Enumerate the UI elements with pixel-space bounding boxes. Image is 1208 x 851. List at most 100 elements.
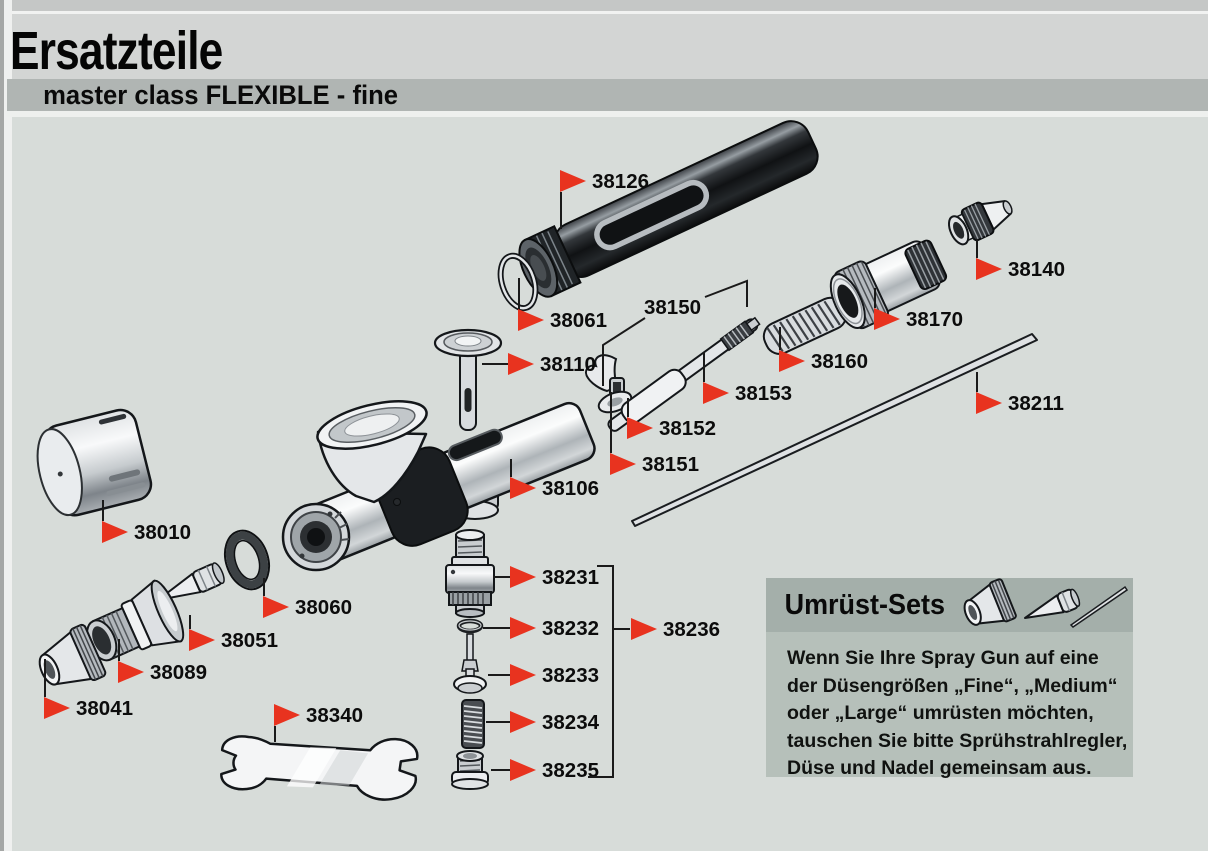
infobox-line: Düse und Nadel gemeinsam aus.: [787, 757, 1092, 779]
part-spring-38234: [461, 699, 485, 749]
svg-text:38160: 38160: [811, 350, 868, 373]
label-38051: 38051: [189, 615, 278, 652]
flag-marker-icon: [510, 759, 536, 781]
label-38110: 38110: [482, 353, 596, 376]
svg-text:38126: 38126: [592, 170, 649, 193]
infobox-header: Umrüst-Sets: [766, 578, 1133, 632]
svg-text:38340: 38340: [306, 704, 363, 727]
svg-text:38236: 38236: [663, 618, 720, 641]
svg-text:38152: 38152: [659, 417, 716, 440]
label-38340: 38340: [274, 704, 363, 742]
part-nozzle-cap-38041: [38, 623, 107, 686]
svg-text:38232: 38232: [542, 617, 599, 640]
label-38089: 38089: [118, 639, 207, 684]
label-38151: 38151: [610, 392, 699, 476]
svg-text:38151: 38151: [642, 453, 699, 476]
part-oring-38232: [456, 618, 484, 634]
subtitle-text: master class FLEXIBLE - fine: [43, 79, 399, 110]
label-38231: 38231: [493, 566, 599, 589]
infobox-body: Wenn Sie Ihre Spray Gun auf eine der Düs…: [766, 632, 1133, 779]
part-plunger-38233: [453, 633, 487, 694]
label-38235: 38235: [491, 759, 599, 782]
label-38010: 38010: [102, 500, 191, 544]
svg-text:38150: 38150: [644, 296, 701, 319]
label-38211: 38211: [976, 372, 1064, 415]
page-title: Ersatzteile: [10, 21, 223, 81]
label-38041: 38041: [44, 659, 133, 720]
flag-marker-icon: [874, 308, 900, 330]
infobox-icons: [963, 578, 1129, 628]
svg-text:38061: 38061: [550, 309, 607, 332]
flag-marker-icon: [510, 711, 536, 733]
left-edge-shadow: [0, 0, 4, 851]
flag-marker-icon: [976, 392, 1002, 414]
flag-marker-icon: [44, 697, 70, 719]
part-housing-38170: [829, 239, 948, 330]
svg-text:38051: 38051: [221, 629, 278, 652]
infobox-line: Wenn Sie Ihre Spray Gun auf eine: [787, 647, 1099, 669]
label-38106: 38106: [510, 459, 599, 500]
part-cap-38010: [36, 408, 153, 517]
svg-text:38153: 38153: [735, 382, 792, 405]
label-38236: 38236: [588, 565, 720, 778]
label-38153: 38153: [703, 352, 792, 405]
part-body-38106: [281, 400, 596, 572]
flag-marker-icon: [510, 566, 536, 588]
label-38233: 38233: [488, 664, 599, 687]
svg-text:38170: 38170: [906, 308, 963, 331]
label-38140: 38140: [976, 239, 1065, 281]
part-oring-38061: [497, 252, 539, 312]
svg-text:38140: 38140: [1008, 258, 1065, 281]
part-valve-38231: [445, 529, 495, 618]
top-band-highlight: [0, 11, 1208, 14]
subtitle-bar: master class FLEXIBLE - fine: [7, 79, 1208, 111]
flag-marker-icon: [510, 617, 536, 639]
flag-marker-icon: [510, 477, 536, 499]
nozzle-cap-icon: [963, 578, 1017, 626]
svg-text:38041: 38041: [76, 697, 133, 720]
label-38126: 38126: [560, 170, 649, 229]
label-38061: 38061: [518, 278, 607, 332]
left-edge-highlight: [4, 0, 12, 851]
infobox-title: Umrüst-Sets: [784, 588, 945, 621]
subtitle-gap: [7, 111, 1208, 117]
part-oring-38060: [223, 529, 271, 591]
flag-marker-icon: [510, 664, 536, 686]
part-screw-38235: [451, 750, 489, 790]
flag-marker-icon: [274, 704, 300, 726]
svg-text:38235: 38235: [542, 759, 599, 782]
top-band: [0, 0, 1208, 11]
part-handle-38126: [518, 120, 819, 298]
nozzle-icon: [1024, 588, 1081, 619]
part-wrench-38340: [220, 735, 419, 801]
infobox-line: tauschen Sie bitte Sprühstrahlregler,: [787, 729, 1128, 752]
label-38152: 38152: [627, 398, 716, 440]
part-endcap-38140: [947, 200, 1013, 246]
flag-marker-icon: [189, 629, 215, 651]
label-38170: 38170: [874, 288, 963, 331]
svg-text:38211: 38211: [1008, 392, 1064, 415]
svg-text:38231: 38231: [542, 566, 599, 589]
label-38160: 38160: [779, 327, 868, 373]
infobox-line: oder „Large“ umrüsten möchten,: [787, 702, 1094, 724]
flag-marker-icon: [518, 309, 544, 331]
flag-marker-icon: [703, 382, 729, 404]
flag-marker-icon: [976, 258, 1002, 280]
flag-marker-icon: [102, 521, 128, 543]
svg-text:38089: 38089: [150, 661, 207, 684]
svg-text:38106: 38106: [542, 477, 599, 500]
svg-text:38234: 38234: [542, 711, 600, 734]
label-38060: 38060: [263, 578, 352, 619]
infobox-umruest-sets: Umrüst-Sets Wenn Sie Ihre Spra: [766, 578, 1133, 779]
flag-marker-icon: [508, 353, 534, 375]
label-38150: 38150: [602, 279, 748, 386]
flag-marker-icon: [118, 661, 144, 683]
svg-text:38233: 38233: [542, 664, 599, 687]
flag-marker-icon: [779, 350, 805, 372]
flag-marker-icon: [263, 596, 289, 618]
flag-marker-icon: [610, 453, 636, 475]
flag-marker-icon: [631, 618, 657, 640]
infobox-line: der Düsengrößen „Fine“, „Medium“: [787, 674, 1118, 697]
flag-marker-icon: [560, 170, 586, 192]
needle-icon: [1069, 585, 1129, 628]
